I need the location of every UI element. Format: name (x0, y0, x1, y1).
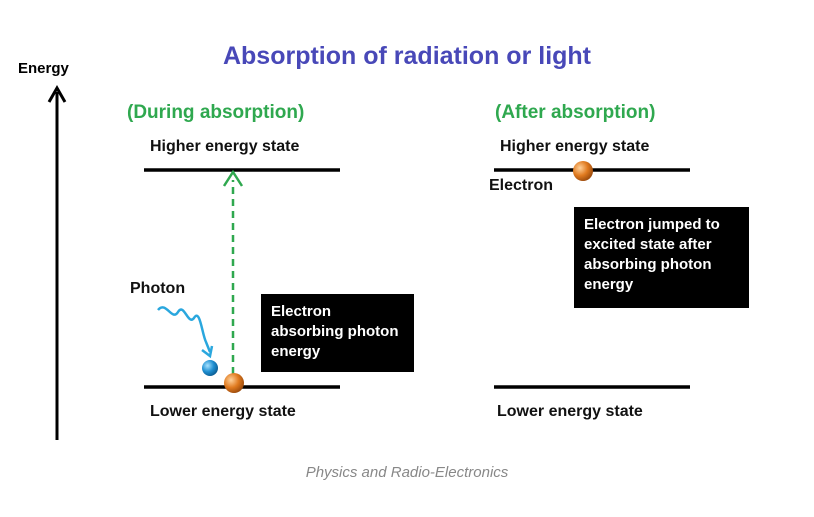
after-heading: (After absorption) (495, 102, 656, 123)
during-note-box: Electron absorbing photon energy (261, 294, 414, 372)
transition-arrow (222, 169, 244, 374)
after-higher-state-label: Higher energy state (500, 138, 650, 155)
electron-label: Electron (489, 177, 554, 194)
after-lower-state-label: Lower energy state (497, 403, 643, 420)
electron-after (573, 161, 593, 181)
during-higher-state-label: Higher energy state (150, 138, 300, 155)
photon-wave (157, 306, 212, 353)
after-note-box: Electron jumped to excited state after a… (574, 207, 749, 308)
photon-particle (202, 360, 218, 376)
photon-wave-arrowhead (201, 345, 214, 359)
diagram-title: Absorption of radiation or light (222, 42, 592, 70)
energy-axis (47, 84, 67, 440)
during-heading: (During absorption) (127, 102, 305, 123)
during-lower-state-label: Lower energy state (150, 403, 296, 420)
photon-label: Photon (130, 280, 186, 297)
credit-text: Physics and Radio-Electronics (305, 464, 509, 481)
energy-axis-label: Energy (18, 60, 69, 77)
electron-during (224, 373, 244, 393)
